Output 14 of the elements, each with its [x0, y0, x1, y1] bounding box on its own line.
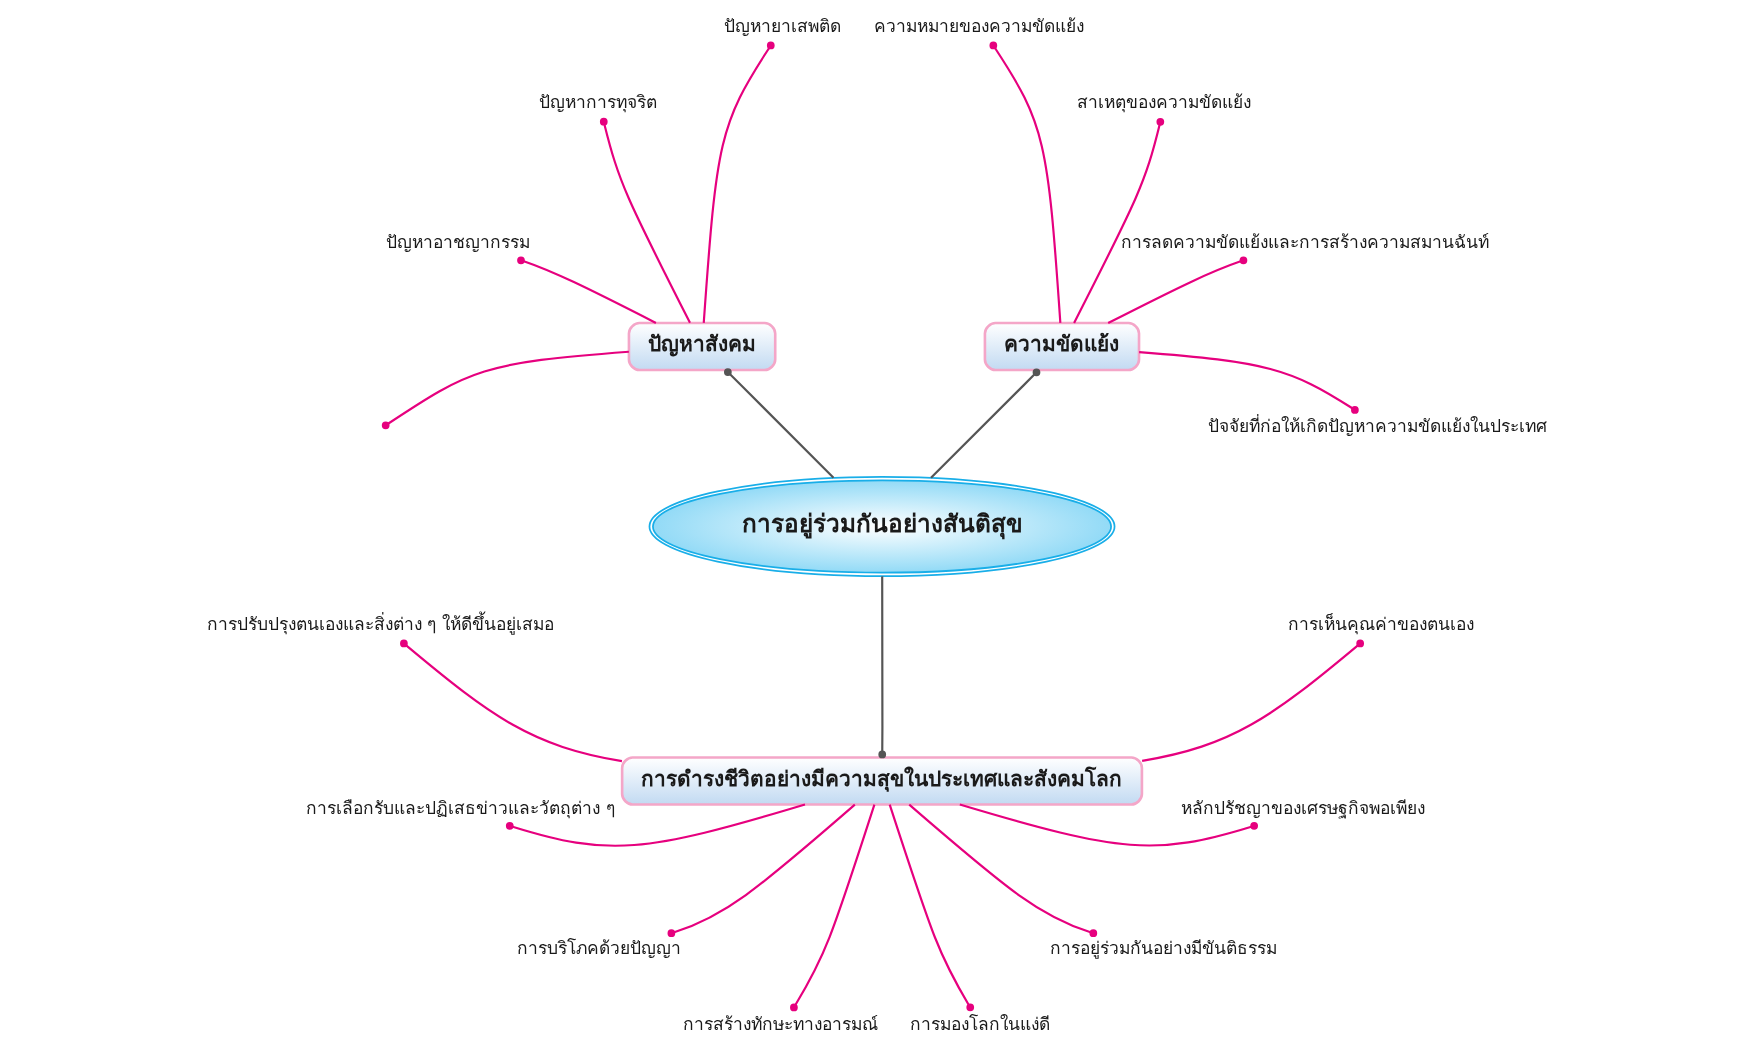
node-text: การเลือกรับและปฏิเสธข่าวและวัตถุต่าง ๆ	[306, 797, 615, 818]
node-text: การลดความขัดแย้งและการสร้างความสมานฉันท์	[1121, 232, 1490, 253]
node-text: ความหมายของความขัดแย้ง	[874, 15, 1085, 36]
node-text: ปัญหายาเสพติด	[723, 15, 841, 36]
node-text: สาเหตุของความขัดแย้ง	[1076, 91, 1251, 112]
node-text: ปัญหาการทุจริต	[539, 91, 658, 112]
node-text: การอยู่ร่วมกันอย่างมีขันติธรรม	[1049, 938, 1277, 959]
node-text: การสร้างทักษะทางอารมณ์	[683, 1014, 879, 1035]
node-text: หลักปรัชญาของเศรษฐกิจพอเพียง	[1181, 797, 1426, 818]
node-text: ปัญหาอาชญากรรม	[386, 232, 531, 253]
node-text: การบริโภคด้วยปัญญา	[516, 938, 681, 959]
node-text: การมองโลกในแง่ดี	[910, 1014, 1051, 1035]
node-text: การเห็นคุณค่าของตนเอง	[1287, 614, 1474, 635]
node-text: ปัจจัยที่ก่อให้เกิดปัญหาความขัดแย้งในประเทศ	[1208, 415, 1548, 436]
